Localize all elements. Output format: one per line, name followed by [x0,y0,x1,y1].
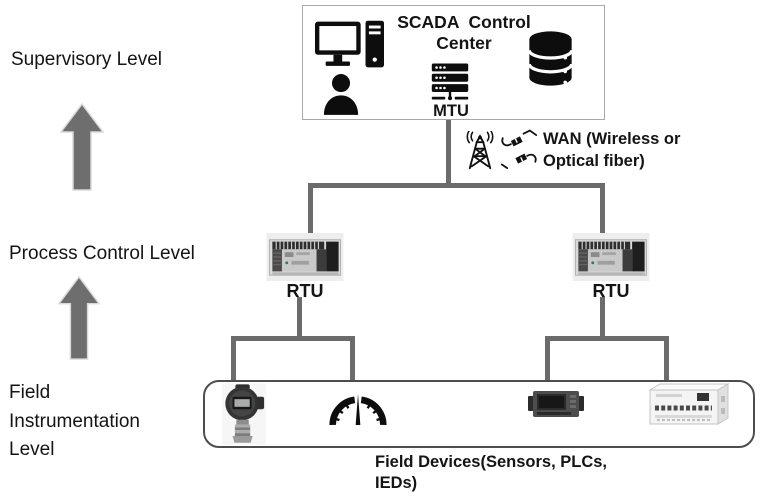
wan-label: WAN (Wireless or Optical fiber) [543,129,680,172]
rtu-right-image [572,233,650,281]
connector-right-branch-b [664,336,669,382]
mtu-label: MTU [433,102,469,120]
plc-module-image [648,382,730,428]
rtu-right-label: RTU [592,281,630,301]
radio-tower-icon [463,131,497,172]
scada-control-center-box: SCADA Control Center MTU [302,5,605,120]
rtu-left-image [266,233,344,281]
scada-title: SCADA Control Center [379,12,549,54]
connector-top-bus [308,183,605,188]
field-devices-caption-line-1: Field Devices(Sensors, PLCs, [375,453,608,471]
wan-label-line-1: WAN (Wireless or [543,130,681,148]
field-devices-caption: Field Devices(Sensors, PLCs, IEDs) [375,452,607,494]
connector-left-branch-b [350,336,355,382]
connector-left-field-bus [231,336,355,341]
connector-right-rtu-down [600,297,605,338]
rtu-left-label: RTU [286,281,324,301]
field-devices-box [203,380,755,448]
up-arrow-supervisory-icon [60,103,104,191]
field-level-line-3: Level [9,439,55,460]
level-label-supervisory: Supervisory Level [11,49,163,70]
level-label-field-instrumentation: Field Instrumentation Level [9,379,140,465]
field-level-line-1: Field [9,382,51,403]
analog-gauge-icon [328,389,388,429]
connector-left-rtu-down [297,297,302,338]
database-icon [527,30,574,87]
connector-left-branch-a [231,336,236,382]
wan-label-line-2: Optical fiber) [543,151,645,170]
panel-controller-image [528,389,584,419]
connector-mtu-drop [446,119,451,186]
connector-right-rtu-drop [600,183,605,236]
connector-right-field-bus [545,336,669,341]
desktop-computer-icon [314,20,384,70]
pressure-transmitter-image [222,383,266,445]
field-devices-caption-line-2: IEDs) [375,474,418,492]
connector-right-branch-a [545,336,550,382]
field-level-line-2: Instrumentation [9,410,140,432]
up-arrow-process-icon [58,276,100,360]
scada-title-line-1: SCADA Control [397,12,531,32]
level-label-process-control: Process Control Level [9,243,195,264]
operator-person-icon [322,73,360,115]
fiber-connectors-icon [500,128,538,172]
connector-left-rtu-drop [308,183,313,236]
mtu-server-icon [431,61,469,104]
scada-title-line-2: Center [436,33,492,53]
